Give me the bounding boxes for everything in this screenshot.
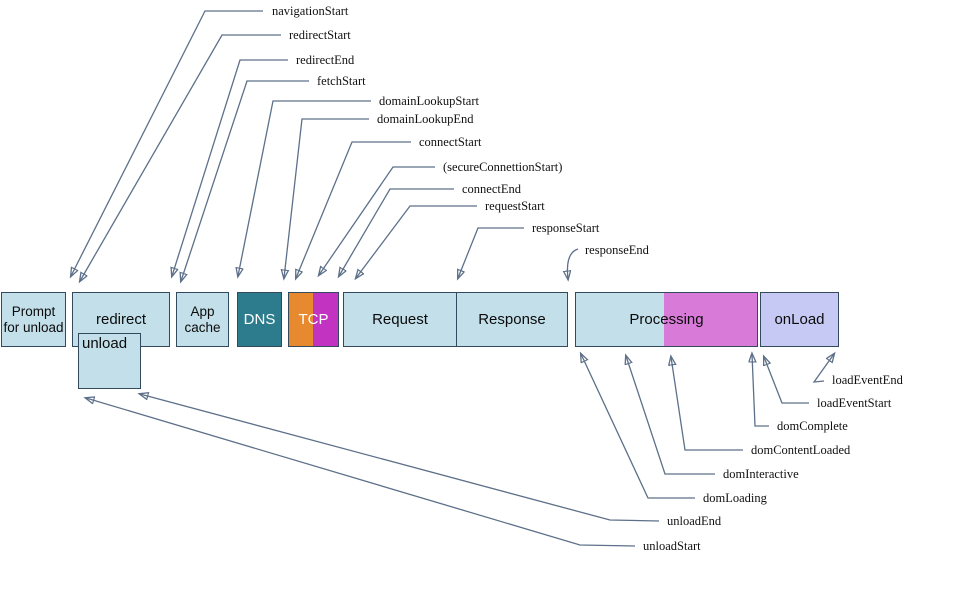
phase-request: Request [344, 293, 456, 346]
leader-unload-start [86, 398, 636, 547]
leader-domain-lookup-end [284, 118, 369, 278]
phase-app-cache: App cache [176, 292, 229, 347]
phase-response: Response [456, 293, 567, 346]
leader-fetch-start [181, 80, 309, 281]
event-label-fetch-start: fetchStart [317, 74, 366, 88]
event-label-unload-start: unloadStart [643, 539, 701, 553]
phase-processing-label: Processing [629, 311, 704, 328]
leader-response-start [458, 227, 524, 278]
leader-dom-loading [581, 354, 695, 499]
leader-connect-start [296, 141, 411, 278]
leader-unload-end [140, 394, 660, 522]
leader-dom-interactive [626, 356, 715, 475]
event-label-redirect-end: redirectEnd [296, 53, 355, 67]
leader-dom-complete [752, 354, 769, 427]
leader-secure-connection-start [319, 166, 435, 275]
phase-redirect-label: redirect [95, 311, 147, 328]
leader-request-start [356, 205, 477, 278]
phase-app-cache-label: App cache [184, 304, 221, 335]
event-label-request-start: requestStart [485, 199, 545, 213]
event-label-response-start: responseStart [532, 221, 600, 235]
event-label-connect-end: connectEnd [462, 182, 522, 196]
event-label-load-event-end: loadEventEnd [832, 373, 903, 387]
phase-tcp: TCP [288, 292, 339, 347]
event-label-dom-interactive: domInteractive [723, 467, 799, 481]
event-label-dom-loading: domLoading [703, 491, 767, 505]
leader-redirect-start [80, 34, 281, 281]
event-label-dom-content-loaded: domContentLoaded [751, 443, 851, 457]
event-label-domain-lookup-start: domainLookupStart [379, 94, 479, 108]
phase-response-label: Response [478, 311, 546, 328]
event-label-navigation-start: navigationStart [272, 4, 349, 18]
phase-onload: onLoad [760, 292, 839, 347]
phase-dns-label: DNS [243, 311, 276, 328]
phase-tcp-label: TCP [298, 311, 329, 328]
event-label-domain-lookup-end: domainLookupEnd [377, 112, 474, 126]
event-label-unload-end: unloadEnd [667, 514, 722, 528]
leader-domain-lookup-start [238, 100, 371, 276]
phase-dns: DNS [237, 292, 282, 347]
phase-processing: Processing [575, 292, 758, 347]
phase-prompt-for-unload-label: Prompt for unload [3, 304, 64, 335]
phase-request-response: Request Response [343, 292, 568, 347]
leader-redirect-end [172, 59, 288, 276]
event-label-connect-start: connectStart [419, 135, 482, 149]
event-label-response-end: responseEnd [585, 243, 649, 257]
phase-onload-label: onLoad [774, 311, 825, 328]
event-label-secure-connection-start: (secureConnettionStart) [443, 160, 563, 174]
phase-unload-label: unload [82, 335, 128, 352]
leader-dom-content-loaded [671, 357, 743, 451]
leader-load-event-start [764, 357, 809, 404]
phase-unload: unload [78, 333, 141, 389]
event-label-dom-complete: domComplete [777, 419, 848, 433]
leader-connect-end [339, 188, 454, 276]
phase-prompt-for-unload: Prompt for unload [1, 292, 66, 347]
phase-request-label: Request [372, 311, 428, 328]
leader-load-event-end [812, 354, 834, 383]
leader-navigation-start [71, 10, 263, 276]
event-label-redirect-start: redirectStart [289, 28, 351, 42]
event-label-load-event-start: loadEventStart [817, 396, 892, 410]
leader-response-end [567, 248, 579, 279]
